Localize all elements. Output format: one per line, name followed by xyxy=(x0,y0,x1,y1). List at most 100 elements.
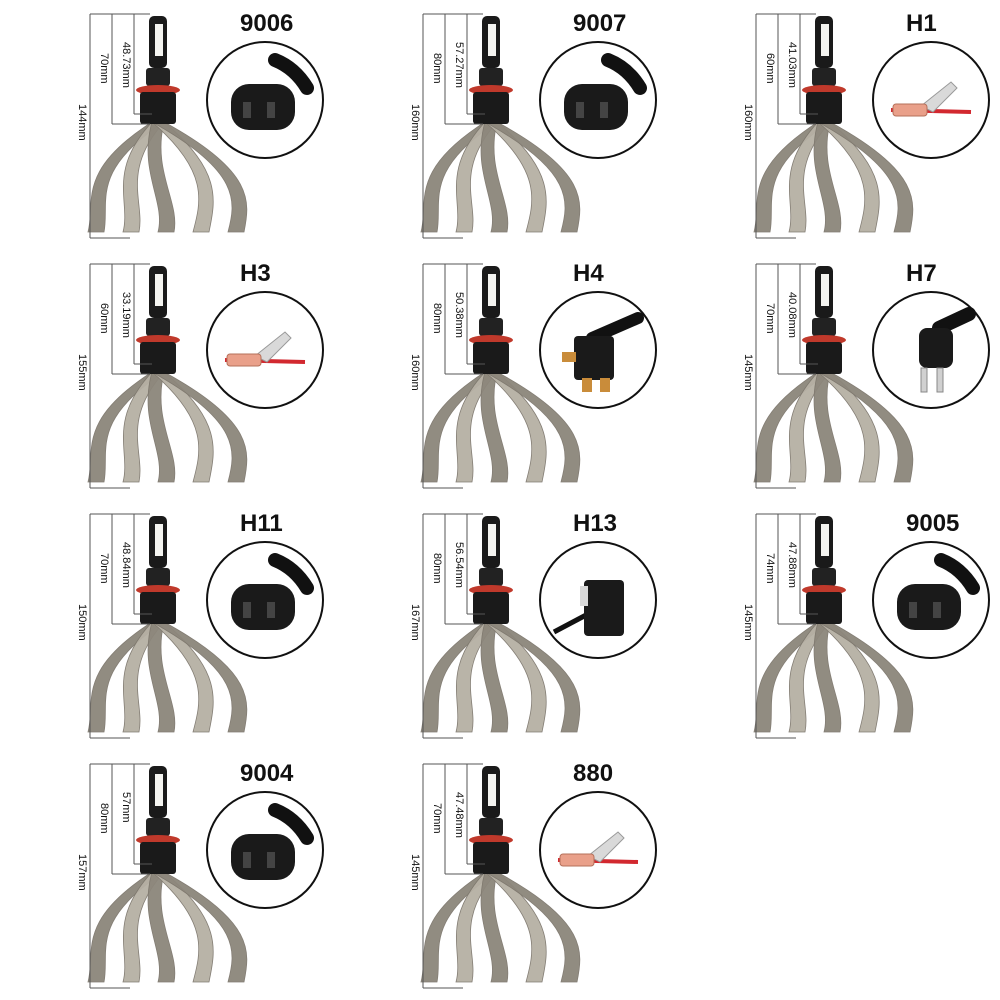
led-chip-shape xyxy=(155,524,163,556)
connector-wire-terminal-icon xyxy=(557,831,639,867)
heatsink-strap-shape xyxy=(150,371,248,483)
heatsink-strap-shape xyxy=(122,371,165,483)
heatsink-strap-shape xyxy=(483,371,581,483)
base-shape xyxy=(140,592,176,624)
heatsink-strap-shape xyxy=(813,371,842,483)
connector-round-plug-icon xyxy=(897,553,980,630)
heatsink-strap-shape xyxy=(788,621,831,733)
neck-shape xyxy=(146,318,170,336)
heatsink-strap-shape xyxy=(480,371,509,483)
pin-shape xyxy=(920,367,928,393)
led-chip-shape xyxy=(488,24,496,56)
led-chip-shape xyxy=(155,774,163,806)
led-chip-shape xyxy=(155,274,163,306)
heatsink-strap-shape xyxy=(147,121,176,233)
pin-shape xyxy=(267,102,275,118)
bulb-illustration xyxy=(753,513,990,739)
cable-shape xyxy=(268,53,314,95)
heatsink-strap-shape xyxy=(87,621,166,733)
connector-round-plug-icon xyxy=(231,53,314,130)
pin-shape xyxy=(600,102,608,118)
heatsink-strap-shape xyxy=(816,121,914,233)
bulb-model-title: 9006 xyxy=(240,10,294,37)
heatsink-strap-shape xyxy=(420,621,499,733)
heatsink-strap-shape xyxy=(813,121,842,233)
bulb-illustration xyxy=(87,263,324,489)
plug-body-shape xyxy=(584,580,624,636)
cable-shape xyxy=(268,803,314,845)
heatsink-strap-shape xyxy=(455,621,498,733)
heatsink-strap-shape xyxy=(753,621,832,733)
connector-three-pin-plug-icon xyxy=(562,312,644,392)
plug-body-shape xyxy=(564,84,628,130)
heatsink-strap-shape xyxy=(150,121,214,233)
base-shape xyxy=(473,592,509,624)
base-shape xyxy=(806,342,842,374)
pin-shape xyxy=(909,602,917,618)
neck-shape xyxy=(812,318,836,336)
cable-shape xyxy=(268,553,314,595)
bulb-illustration xyxy=(753,263,990,489)
cable-shape xyxy=(586,312,644,344)
heatsink-strap-shape xyxy=(420,371,499,483)
neck-shape xyxy=(479,68,503,86)
plug-body-shape xyxy=(231,834,295,880)
neck-shape xyxy=(479,818,503,836)
neck-shape xyxy=(146,818,170,836)
heatsink-group xyxy=(87,621,248,733)
heatsink-group xyxy=(87,121,248,233)
pin-shape xyxy=(267,602,275,618)
terminal-sleeve-shape xyxy=(559,853,595,867)
heatsink-strap-shape xyxy=(122,621,165,733)
pin-shape xyxy=(267,852,275,868)
bulb-model-title: H11 xyxy=(240,510,283,537)
bulb-model-title: H4 xyxy=(573,260,604,287)
cable-shape xyxy=(552,611,590,635)
heatsink-group xyxy=(420,121,581,233)
bulb-illustration xyxy=(753,13,990,239)
bulb-model-title: 9005 xyxy=(906,510,960,537)
heatsink-strap-shape xyxy=(150,621,248,733)
bulb-illustration xyxy=(87,13,324,239)
terminal-clip-shape xyxy=(254,331,292,363)
bulb-model-title: 9004 xyxy=(240,760,294,787)
base-shape xyxy=(473,92,509,124)
heatsink-strap-shape xyxy=(788,121,831,233)
base-shape xyxy=(806,92,842,124)
heatsink-strap-shape xyxy=(150,871,248,983)
heatsink-group xyxy=(420,871,581,983)
terminal-sleeve-shape xyxy=(892,103,928,117)
bulb-illustration xyxy=(420,13,657,239)
heatsink-strap-shape xyxy=(816,121,880,233)
heatsink-strap-shape xyxy=(480,621,509,733)
heatsink-strap-shape xyxy=(483,621,581,733)
heatsink-strap-shape xyxy=(753,121,832,233)
neck-shape xyxy=(479,318,503,336)
heatsink-strap-shape xyxy=(816,371,914,483)
bulb-illustration xyxy=(87,513,324,739)
heatsink-strap-shape xyxy=(816,621,880,733)
heatsink-group xyxy=(753,621,914,733)
led-chip-shape xyxy=(821,24,829,56)
heatsink-strap-shape xyxy=(483,871,547,983)
bulb-model-title: 880 xyxy=(573,760,614,787)
neck-shape xyxy=(146,568,170,586)
pin-shape xyxy=(243,602,251,618)
heatsink-strap-shape xyxy=(788,371,831,483)
pin-shape xyxy=(600,378,610,392)
heatsink-strap-shape xyxy=(87,371,166,483)
heatsink-strap-shape xyxy=(483,621,547,733)
heatsink-strap-shape xyxy=(813,621,842,733)
plug-body-shape xyxy=(919,328,953,368)
bulb-illustration xyxy=(420,263,657,489)
heatsink-group xyxy=(87,871,248,983)
heatsink-strap-shape xyxy=(480,121,509,233)
base-shape xyxy=(806,592,842,624)
led-chip-shape xyxy=(488,524,496,556)
terminal-clip-shape xyxy=(587,831,625,863)
heatsink-strap-shape xyxy=(753,371,832,483)
